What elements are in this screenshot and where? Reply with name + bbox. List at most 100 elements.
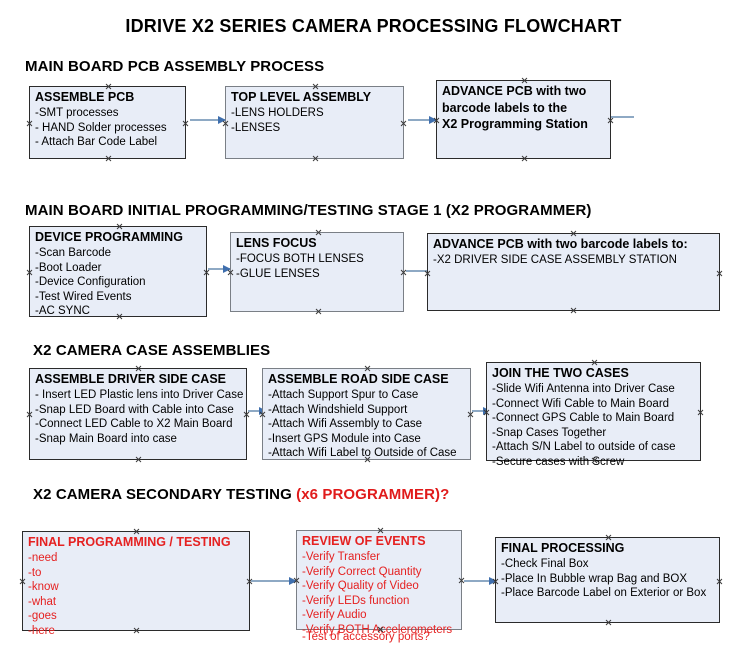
process-box-assemble-road-side-case[interactable]: ASSEMBLE ROAD SIDE CASE -Attach Support … xyxy=(262,368,471,460)
section-heading-1: MAIN BOARD PCB ASSEMBLY PROCESS xyxy=(25,58,324,75)
section-heading-4: X2 CAMERA SECONDARY TESTING (x6 PROGRAMM… xyxy=(33,486,449,503)
arrow-pcb-to-top-level xyxy=(190,116,226,124)
connector-handle-top xyxy=(133,528,140,535)
process-box-device-programming[interactable]: DEVICE PROGRAMMING -Scan Barcode -Boot L… xyxy=(29,226,207,317)
box-line: -Attach Wifi Label to Outside of Case xyxy=(268,447,457,459)
box-line: -what xyxy=(28,595,57,608)
section-heading-4-text: X2 CAMERA SECONDARY TESTING xyxy=(33,486,297,503)
connector-handle-bottom xyxy=(521,155,528,162)
arrow-final-programming-to-review xyxy=(251,577,297,585)
box-line: -SMT processes xyxy=(35,107,119,119)
process-box-advance-pcb-driver-side-station[interactable]: ADVANCE PCB with two barcode labels to: … xyxy=(427,233,720,311)
section-heading-3: X2 CAMERA CASE ASSEMBLIES xyxy=(33,342,270,359)
box-line: -Connect GPS Cable to Main Board xyxy=(492,412,675,424)
connector-handle-bottom xyxy=(105,155,112,162)
box-line: -LENS HOLDERS xyxy=(231,107,324,119)
box-title: ASSEMBLE PCB xyxy=(35,90,135,104)
connector-handle-right xyxy=(182,120,189,127)
process-box-review-of-events[interactable]: REVIEW OF EVENTS -Verify Transfer -Verif… xyxy=(296,530,462,643)
box-line: -AC SYNC xyxy=(35,305,90,317)
connector-handle-bottom xyxy=(312,155,319,162)
connector-handle-bottom xyxy=(315,308,322,315)
connector-handle-left xyxy=(26,269,33,276)
box-line: -Boot Loader xyxy=(35,261,102,274)
section-heading-2-text: MAIN BOARD INITIAL PROGRAMMING/TESTING S… xyxy=(25,202,592,219)
connector-handle-top xyxy=(116,223,123,230)
box-title: JOIN THE TWO CASES xyxy=(492,366,629,380)
connector-handle-top xyxy=(570,230,577,237)
box-line: -Snap LED Board with Cable into Case xyxy=(35,403,234,416)
process-box-assemble-pcb[interactable]: ASSEMBLE PCB -SMT processes - HAND Solde… xyxy=(29,86,186,159)
process-box-final-processing[interactable]: FINAL PROCESSING -Check Final Box -Place… xyxy=(495,537,720,623)
connector-handle-right xyxy=(203,269,210,276)
box-title: FINAL PROCESSING xyxy=(501,541,625,555)
process-box-join-the-two-cases[interactable]: JOIN THE TWO CASES -Slide Wifi Antenna i… xyxy=(486,359,704,468)
connector-handle-right xyxy=(467,411,474,418)
connector-handle-top xyxy=(521,77,528,84)
connector-handle-left xyxy=(26,411,33,418)
box-title: ASSEMBLE DRIVER SIDE CASE xyxy=(35,372,227,386)
box-title: ADVANCE PCB with two xyxy=(442,84,587,98)
connector-handle-right xyxy=(716,270,723,277)
box-line: -X2 DRIVER SIDE CASE ASSEMBLY STATION xyxy=(433,254,677,266)
arrow-device-prog-to-lens-focus xyxy=(208,265,231,273)
box-title: ADVANCE PCB with two barcode labels to: xyxy=(433,237,688,251)
connector-handle-right xyxy=(243,411,250,418)
box-line: -Snap Main Board into case xyxy=(35,432,177,445)
box-line: -Verify Correct Quantity xyxy=(302,565,422,578)
box-line: -Place In Bubble wrap Bag and BOX xyxy=(501,572,688,585)
process-box-lens-focus[interactable]: LENS FOCUS -FOCUS BOTH LENSES -GLUE LENS… xyxy=(230,232,404,312)
box-line: -Test Wired Events xyxy=(35,290,132,303)
box-line: -Attach Support Spur to Case xyxy=(268,389,419,401)
box-line: -Place Barcode Label on Exterior or Box xyxy=(501,587,707,599)
box-line: -Verify Quality of Video xyxy=(302,580,419,592)
section-heading-4-suffix: (x6 PROGRAMMER)? xyxy=(296,486,450,503)
box-line: -Snap Cases Together xyxy=(492,426,607,439)
box-line: -LENSES xyxy=(231,121,281,134)
box-line: -FOCUS BOTH LENSES xyxy=(236,253,364,265)
process-box-advance-pcb-programming-station[interactable]: ADVANCE PCB with two barcode labels to t… xyxy=(436,80,611,159)
box-line: - HAND Solder processes xyxy=(35,121,167,134)
connector-handle-top xyxy=(315,229,322,236)
section-heading-2: MAIN BOARD INITIAL PROGRAMMING/TESTING S… xyxy=(25,202,592,219)
box-line: -Verify Audio xyxy=(302,609,367,621)
box-line: -Attach Windshield Support xyxy=(268,403,408,416)
box-line: -know xyxy=(28,581,59,593)
connector-handle-top xyxy=(105,83,112,90)
process-box-assemble-driver-side-case[interactable]: ASSEMBLE DRIVER SIDE CASE - Insert LED P… xyxy=(29,368,247,460)
box-line: -to xyxy=(28,566,42,579)
connector-handle-right xyxy=(607,117,614,124)
box-title: ASSEMBLE ROAD SIDE CASE xyxy=(268,372,449,386)
box-title: DEVICE PROGRAMMING xyxy=(35,230,183,244)
section-heading-1-text: MAIN BOARD PCB ASSEMBLY PROCESS xyxy=(25,58,325,75)
connector-handle-bottom xyxy=(605,619,612,626)
box-line: -Attach Wifi Assembly to Case xyxy=(268,418,423,430)
box-line: -goes xyxy=(28,610,57,622)
section-heading-3-text: X2 CAMERA CASE ASSEMBLIES xyxy=(33,342,271,359)
box-line: -Connect LED Cable to X2 Main Board xyxy=(35,418,233,430)
process-box-top-level-assembly[interactable]: TOP LEVEL ASSEMBLY -LENS HOLDERS -LENSES xyxy=(225,86,404,159)
box-line: - Insert LED Plastic lens into Driver Ca… xyxy=(35,389,244,401)
box-line: X2 Programming Station xyxy=(442,117,588,131)
box-overflow-line: -Test of accessory ports? xyxy=(302,631,430,643)
connector-handle-bottom xyxy=(135,456,142,463)
box-line: -Device Configuration xyxy=(35,276,146,288)
connector-handle-right xyxy=(697,409,704,416)
box-line: -Connect Wifi Cable to Main Board xyxy=(492,397,670,410)
box-line: barcode labels to the xyxy=(442,101,568,115)
connector-handle-left xyxy=(19,578,26,585)
box-line: -need xyxy=(28,552,58,564)
connector-handle-bottom xyxy=(570,307,577,314)
box-line: -Insert GPS Module into Case xyxy=(268,432,421,445)
box-title: LENS FOCUS xyxy=(236,236,317,250)
box-line: -Verify Transfer xyxy=(302,551,380,563)
box-line: -Check Final Box xyxy=(501,558,589,570)
connector-handle-top xyxy=(364,365,371,372)
connector-handle-top xyxy=(591,359,598,366)
box-line: -Attach S/N Label to outside of case xyxy=(492,441,676,453)
process-box-final-programming-testing[interactable]: FINAL PROGRAMMING / TESTING -need -to -k… xyxy=(19,528,250,637)
box-title: TOP LEVEL ASSEMBLY xyxy=(231,90,372,104)
connector-stub-section1 xyxy=(611,116,634,118)
box-line: -here xyxy=(28,624,55,637)
connector-handle-right xyxy=(716,578,723,585)
